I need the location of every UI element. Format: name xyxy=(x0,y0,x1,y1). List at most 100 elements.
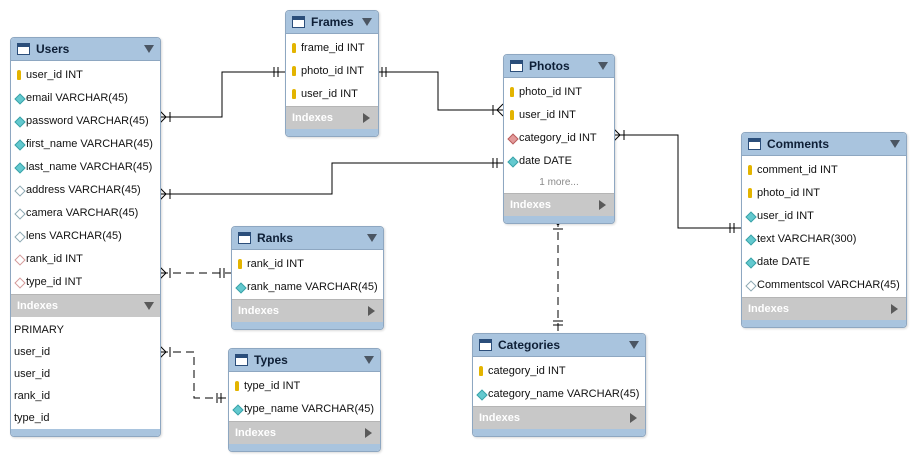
column-row[interactable]: photo_id INT xyxy=(286,60,378,83)
collapse-arrow-icon[interactable] xyxy=(364,356,374,364)
column-row[interactable]: type_id INT xyxy=(229,375,380,398)
column-row[interactable]: email VARCHAR(45) xyxy=(11,87,160,110)
column-row[interactable]: user_id INT xyxy=(742,205,906,228)
table-header[interactable]: Comments xyxy=(742,133,906,156)
column-row[interactable]: text VARCHAR(300) xyxy=(742,228,906,251)
table-icon xyxy=(510,60,523,72)
column-label: category_id INT xyxy=(488,365,566,377)
table-header[interactable]: Categories xyxy=(473,334,645,357)
expand-arrow-icon[interactable] xyxy=(599,200,606,210)
column-row[interactable]: Commentscol VARCHAR(45) xyxy=(742,274,906,297)
column-row[interactable]: last_name VARCHAR(45) xyxy=(11,156,160,179)
key-icon xyxy=(17,70,21,80)
column-row[interactable]: type_name VARCHAR(45) xyxy=(229,398,380,421)
index-row[interactable]: rank_id xyxy=(14,390,51,402)
table-comments[interactable]: Comments comment_id INT photo_id INT user_… xyxy=(741,132,907,328)
expand-arrow-icon[interactable] xyxy=(144,302,154,310)
collapse-arrow-icon[interactable] xyxy=(367,234,377,242)
column-row[interactable]: password VARCHAR(45) xyxy=(11,110,160,133)
table-icon xyxy=(17,43,30,55)
column-label: type_id INT xyxy=(244,380,301,392)
table-name: Users xyxy=(36,42,70,56)
column-label: text VARCHAR(300) xyxy=(757,233,857,245)
column-row[interactable]: user_id INT xyxy=(286,83,378,106)
column-row[interactable]: user_id INT xyxy=(504,104,614,127)
expand-arrow-icon[interactable] xyxy=(630,413,637,423)
column-row[interactable]: frame_id INT xyxy=(286,37,378,60)
indexes-label: Indexes xyxy=(292,112,333,124)
column-label: photo_id INT xyxy=(757,187,820,199)
column-row[interactable]: rank_id INT xyxy=(11,248,160,271)
indexes-label: Indexes xyxy=(510,199,551,211)
column-label: password VARCHAR(45) xyxy=(26,115,149,127)
indexes-bar[interactable]: Indexes xyxy=(286,106,378,129)
column-row[interactable]: rank_id INT xyxy=(232,253,383,276)
table-footer xyxy=(473,429,645,436)
collapse-arrow-icon[interactable] xyxy=(629,341,639,349)
column-row[interactable]: category_name VARCHAR(45) xyxy=(473,383,645,406)
column-row[interactable]: date DATE xyxy=(504,150,614,173)
column-diamond-icon xyxy=(14,116,26,128)
indexes-label: Indexes xyxy=(748,303,789,315)
table-footer xyxy=(229,444,380,451)
column-row[interactable]: category_id INT xyxy=(473,360,645,383)
table-name: Comments xyxy=(767,137,830,151)
column-row[interactable]: type_id INT xyxy=(11,271,160,294)
indexes-bar[interactable]: Indexes xyxy=(742,297,906,320)
column-row[interactable]: photo_id INT xyxy=(504,81,614,104)
index-row[interactable]: type_id xyxy=(14,412,50,424)
column-row[interactable]: photo_id INT xyxy=(742,182,906,205)
column-row[interactable]: first_name VARCHAR(45) xyxy=(11,133,160,156)
index-row[interactable]: PRIMARY xyxy=(14,324,64,336)
nullable-foreign-key-diamond-icon xyxy=(14,277,26,289)
column-diamond-icon xyxy=(14,93,26,105)
table-header[interactable]: Types xyxy=(229,349,380,372)
indexes-bar[interactable]: Indexes xyxy=(473,406,645,429)
indexes-bar[interactable]: Indexes xyxy=(11,294,160,317)
indexes-bar[interactable]: Indexes xyxy=(232,299,383,322)
column-row[interactable]: comment_id INT xyxy=(742,159,906,182)
index-row[interactable]: user_id xyxy=(14,346,51,358)
column-row[interactable]: address VARCHAR(45) xyxy=(11,179,160,202)
column-row[interactable]: lens VARCHAR(45) xyxy=(11,225,160,248)
column-label: camera VARCHAR(45) xyxy=(26,207,139,219)
collapse-arrow-icon[interactable] xyxy=(598,62,608,70)
collapse-arrow-icon[interactable] xyxy=(890,140,900,148)
column-row[interactable]: user_id INT xyxy=(11,64,160,87)
key-icon xyxy=(292,66,296,76)
table-icon xyxy=(292,16,305,28)
table-name: Types xyxy=(254,353,288,367)
index-row[interactable]: user_id xyxy=(14,368,51,380)
column-row[interactable]: rank_name VARCHAR(45) xyxy=(232,276,383,299)
index-list: PRIMARY user_id user_id rank_id type_id xyxy=(11,317,160,429)
indexes-bar[interactable]: Indexes xyxy=(229,421,380,444)
table-categories[interactable]: Categories category_id INT category_name … xyxy=(472,333,646,437)
nullable-column-diamond-icon xyxy=(745,280,757,292)
column-diamond-icon xyxy=(507,156,519,168)
expand-arrow-icon[interactable] xyxy=(368,306,375,316)
expand-arrow-icon[interactable] xyxy=(365,428,372,438)
table-footer xyxy=(232,322,383,329)
expand-arrow-icon[interactable] xyxy=(891,304,898,314)
more-columns-link[interactable]: 1 more... xyxy=(539,177,579,188)
column-diamond-icon xyxy=(476,389,488,401)
collapse-arrow-icon[interactable] xyxy=(362,18,372,26)
collapse-arrow-icon[interactable] xyxy=(144,45,154,53)
column-row[interactable]: category_id INT xyxy=(504,127,614,150)
table-name: Frames xyxy=(311,15,354,29)
expand-arrow-icon[interactable] xyxy=(363,113,370,123)
table-header[interactable]: Users xyxy=(11,38,160,61)
indexes-bar[interactable]: Indexes xyxy=(504,193,614,216)
table-header[interactable]: Frames xyxy=(286,11,378,34)
table-header[interactable]: Photos xyxy=(504,55,614,78)
column-label: comment_id INT xyxy=(757,164,838,176)
table-header[interactable]: Ranks xyxy=(232,227,383,250)
indexes-label: Indexes xyxy=(17,300,58,312)
column-row[interactable]: date DATE xyxy=(742,251,906,274)
column-row[interactable]: camera VARCHAR(45) xyxy=(11,202,160,225)
table-types[interactable]: Types type_id INT type_name VARCHAR(45) I… xyxy=(228,348,381,452)
